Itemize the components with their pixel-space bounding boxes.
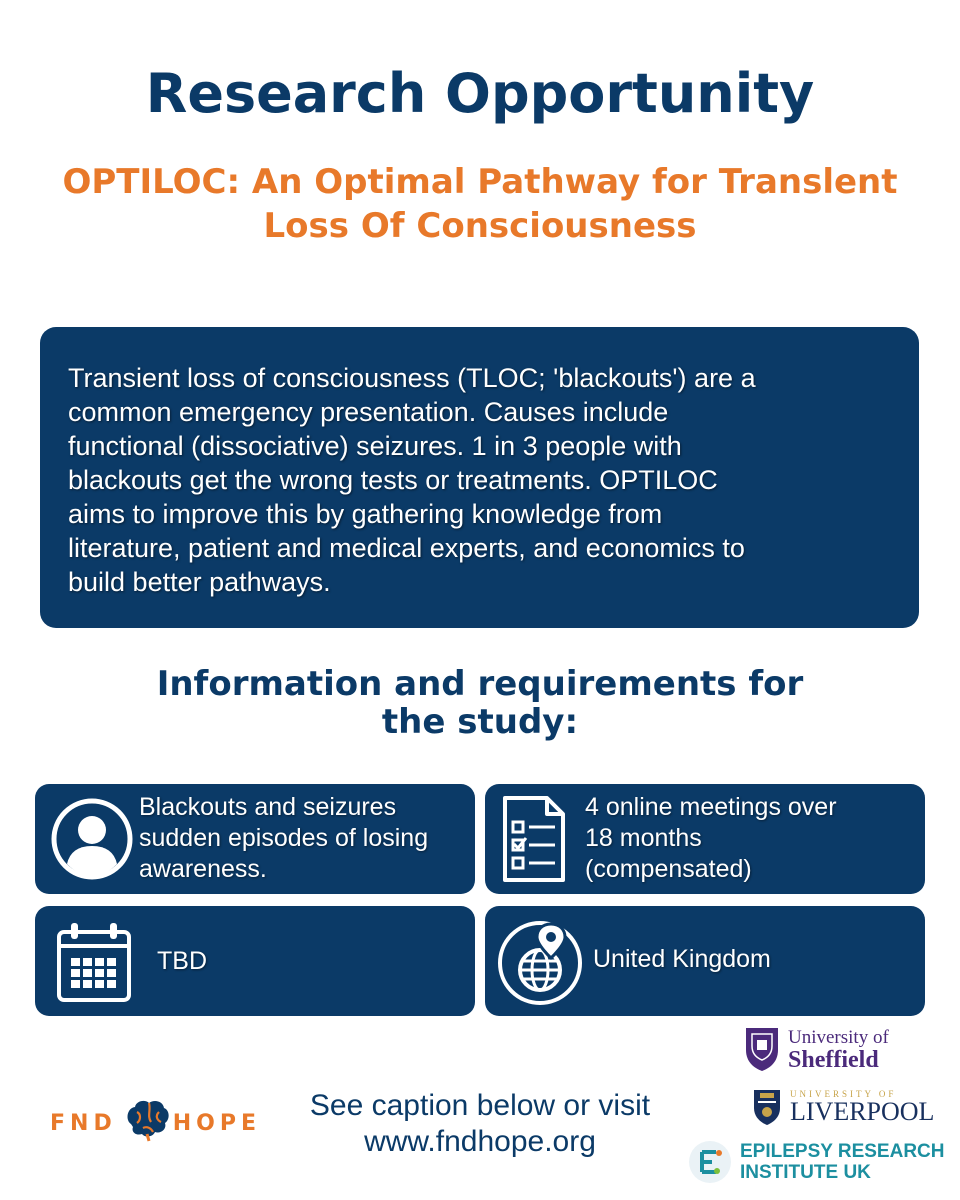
- study-subtitle: OPTILOC: An Optimal Pathway for Translen…: [40, 160, 920, 248]
- brain-icon: [123, 1098, 171, 1148]
- summary-line: literature, patient and medical experts,…: [68, 533, 745, 563]
- globe-location-icon: [495, 918, 585, 1012]
- page-title: Research Opportunity: [145, 62, 815, 125]
- meetings-card: 4 online meetings over 18 months (compen…: [485, 784, 925, 894]
- person-icon: [49, 796, 135, 886]
- checklist-icon: [499, 794, 569, 888]
- epilepsy-institute-icon: [689, 1141, 731, 1183]
- study-summary-panel: Transient loss of consciousness (TLOC; '…: [40, 327, 919, 628]
- summary-line: build better pathways.: [68, 567, 331, 597]
- brand-right-text: HOPE: [172, 1110, 261, 1136]
- brand-left-text: FND: [50, 1110, 117, 1136]
- sheffield-logo-line: University of: [788, 1027, 889, 1048]
- fnd-hope-logo: FND HOPE: [50, 1098, 261, 1148]
- requirements-heading: Information and requirements for the stu…: [120, 665, 840, 741]
- summary-line: blackouts get the wrong tests or treatme…: [68, 465, 718, 495]
- sheffield-crest-icon: [746, 1028, 778, 1071]
- card-line: 4 online meetings over: [585, 793, 837, 821]
- epilepsy-logo-line: EPILEPSY RESEARCH: [740, 1141, 945, 1162]
- location-card: United Kingdom: [485, 906, 925, 1016]
- liverpool-crest-icon: [754, 1090, 780, 1125]
- summary-line: functional (dissociative) seizures. 1 in…: [68, 431, 682, 461]
- requirements-heading-line: Information and requirements for: [156, 664, 804, 704]
- card-line: TBD: [157, 947, 207, 975]
- liverpool-logo-line: LIVERPOOL: [790, 1097, 935, 1126]
- card-line: awareness.: [139, 855, 267, 883]
- sheffield-logo-line: Sheffield: [788, 1047, 879, 1073]
- participants-text: Blackouts and seizures sudden episodes o…: [139, 792, 428, 885]
- dates-card: TBD: [35, 906, 475, 1016]
- university-of-liverpool-logo: UNIVERSITY OF LIVERPOOL: [752, 1088, 934, 1126]
- visit-caption: See caption below or visit: [309, 1089, 651, 1122]
- summary-line: common emergency presentation. Causes in…: [68, 397, 669, 427]
- summary-line: Transient loss of consciousness (TLOC; '…: [68, 363, 756, 393]
- card-line: Blackouts and seizures: [139, 793, 397, 821]
- calendar-icon: [55, 920, 133, 1008]
- liverpool-logo-line: UNIVERSITY OF: [790, 1089, 897, 1099]
- card-line: United Kingdom: [593, 945, 771, 973]
- requirements-heading-line: the study:: [381, 702, 579, 742]
- epilepsy-research-institute-logo: EPILEPSY RESEARCH INSTITUTE UK: [688, 1140, 944, 1184]
- card-line: sudden episodes of losing: [139, 824, 429, 852]
- website-link[interactable]: www.fndhope.org: [364, 1125, 596, 1158]
- epilepsy-logo-line: INSTITUTE UK: [740, 1162, 871, 1183]
- university-of-sheffield-logo: University of Sheffield: [744, 1026, 889, 1072]
- dates-text: TBD: [157, 946, 207, 977]
- study-subtitle-text: OPTILOC: An Optimal Pathway for Translen…: [62, 162, 898, 246]
- summary-line: aims to improve this by gathering knowle…: [68, 499, 663, 529]
- card-line: (compensated): [585, 855, 752, 883]
- location-text: United Kingdom: [593, 944, 771, 975]
- card-line: 18 months: [585, 824, 702, 852]
- visit-info: See caption below or visit www.fndhope.o…: [250, 1088, 710, 1160]
- meetings-text: 4 online meetings over 18 months (compen…: [585, 792, 837, 885]
- participants-card: Blackouts and seizures sudden episodes o…: [35, 784, 475, 894]
